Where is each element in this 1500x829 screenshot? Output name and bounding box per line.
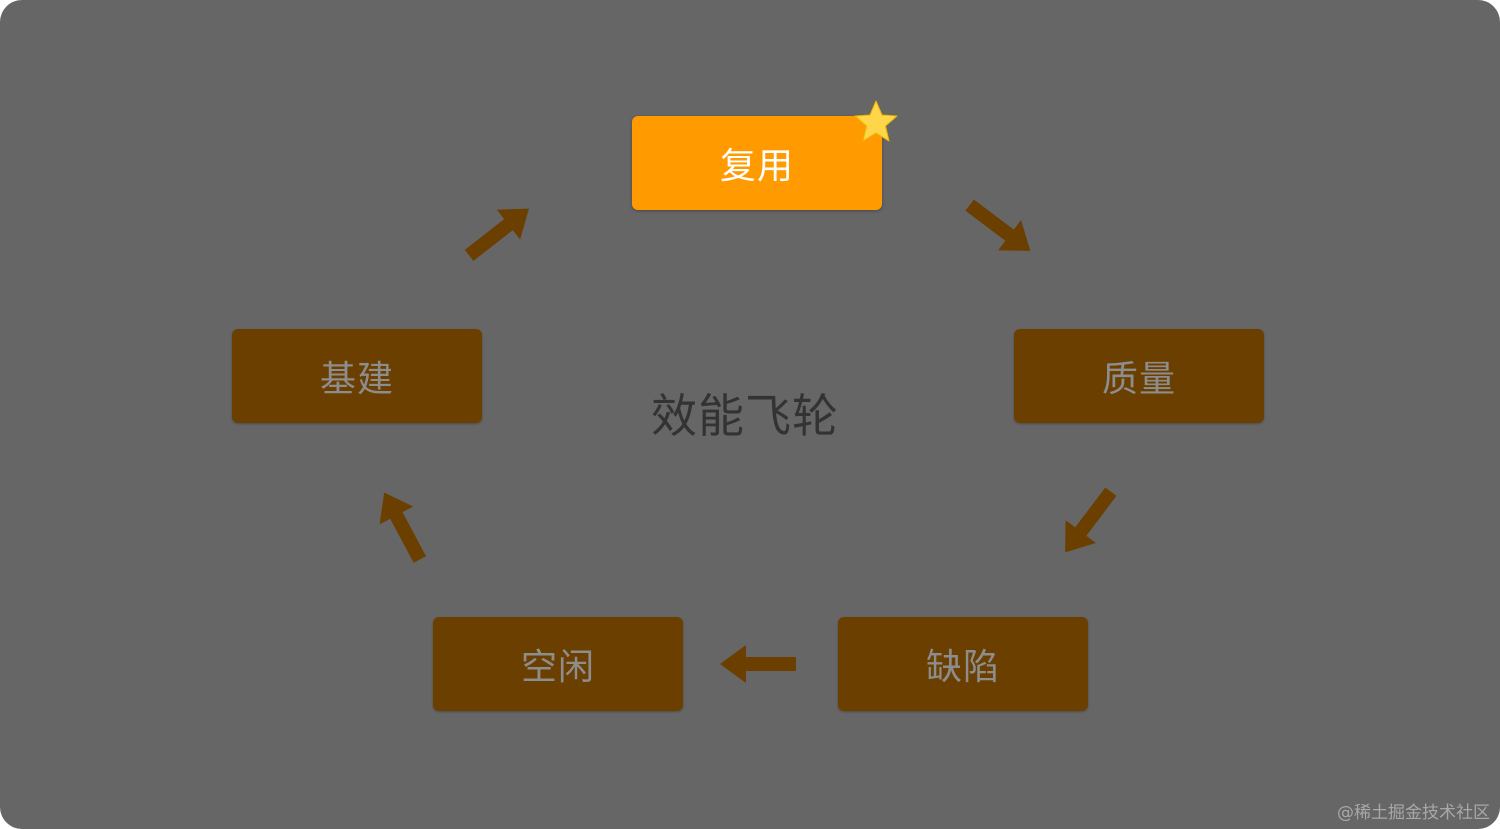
- node-quality-label: 质量: [1101, 359, 1176, 400]
- arrow-defect-to-idle: [720, 645, 796, 683]
- arrow-idle-to-infra: [367, 483, 437, 569]
- node-reuse: 复用: [632, 116, 882, 210]
- star-icon: [854, 100, 898, 142]
- arrow-quality-to-defect: [1049, 480, 1127, 564]
- arrow-infra-to-reuse: [457, 193, 541, 271]
- node-defect-label: 缺陷: [925, 647, 1000, 688]
- node-infra-label: 基建: [319, 359, 394, 400]
- arrow-reuse-to-quality: [958, 189, 1042, 267]
- node-quality: 质量: [1014, 329, 1264, 423]
- node-infra: 基建: [232, 329, 482, 423]
- node-idle: 空闲: [433, 617, 683, 711]
- watermark: @稀土掘金技术社区: [1337, 803, 1490, 823]
- node-reuse-label: 复用: [719, 146, 794, 187]
- node-defect: 缺陷: [838, 617, 1088, 711]
- node-idle-label: 空闲: [520, 647, 595, 688]
- diagram-title: 效能飞轮: [651, 389, 839, 443]
